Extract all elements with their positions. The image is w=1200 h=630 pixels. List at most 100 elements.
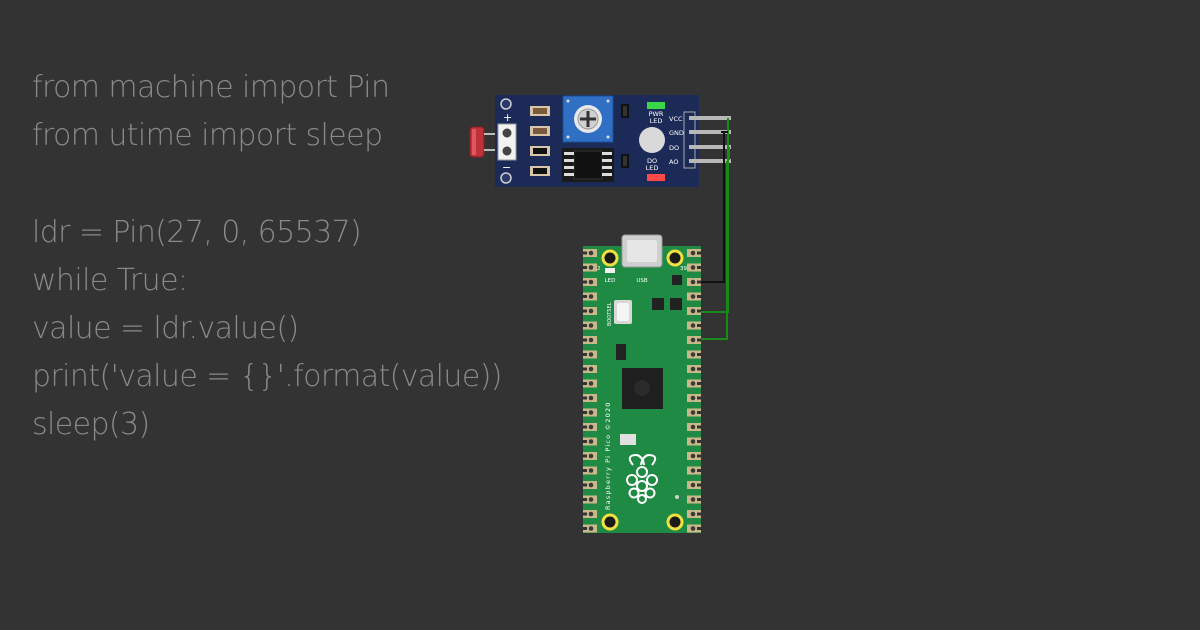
pico-pin-hole [690,395,696,401]
pico-pin-hole [690,424,696,430]
pico-pin-notch [697,251,701,255]
wire-gnd[interactable] [691,132,725,283]
pico-pin-hole [690,482,696,488]
pico-pin-notch [583,251,587,255]
pico-pin-notch [583,440,587,443]
pico-pin-notch [583,512,587,516]
pico-pin-hole [588,410,594,415]
wire-ao[interactable] [691,161,728,340]
pwr-led-label: PWR [649,110,664,118]
pico-pin-notch [697,469,701,472]
pico-pin-hole [588,497,594,502]
plus-label: + [503,111,512,124]
pico-pin-hole [690,294,696,299]
code-line: from utime import sleep [32,118,383,154]
pin-label-gnd: GND [669,129,684,137]
pin-number-39: 39 [680,266,687,272]
pin-label-do: DO [669,144,679,152]
pico-pin-notch [697,324,701,327]
pico-pin-hole [588,250,594,256]
pico-pin-notch [583,483,587,487]
pico-pin-notch [583,498,587,501]
pico-pin-notch [697,338,701,342]
pico-pin-notch [697,309,701,313]
pico-pin-notch [697,353,701,356]
pico-pin-notch [697,512,701,516]
usb-connector [621,234,663,268]
resistors [530,106,550,176]
pico-pin-notch [697,483,701,487]
pico-pin-notch [583,309,587,313]
pico-pin-hole [690,511,696,517]
pico-pin-hole [690,468,696,473]
pico-pin-notch [583,454,587,458]
pico-pin-notch [583,338,587,342]
pico-pin-notch [697,367,701,371]
pico-pin-hole [690,323,696,328]
pwr-led [647,102,665,109]
pico-pin-notch [697,295,701,298]
module-header-pins[interactable] [689,116,731,163]
pico-pin-hole [690,352,696,357]
comparator-chip [562,148,614,182]
pico-pin-hole [588,511,594,517]
pico-pin-notch [583,425,587,429]
pico-pin-notch [697,266,701,269]
usb-label: USB [636,278,648,284]
pin-label-vcc: VCC [669,115,683,123]
code-line: sleep(3) [32,407,150,443]
pico-right-pins[interactable] [687,249,701,533]
pico-pin-hole [690,497,696,502]
pico-pin-hole [588,352,594,357]
pico-pin-hole [588,366,594,372]
potentiometer[interactable] [562,95,614,143]
pico-pin-hole [588,453,594,459]
pico-pin-notch [583,411,587,414]
pico-pin-hole [588,294,594,299]
code-line: print('value = {}'.format(value)) [32,359,503,395]
pwr-led-label: LED [650,117,663,125]
do-led-label: DO [647,157,657,165]
pico-pin-hole [690,381,696,386]
pico-pin-hole [588,279,594,285]
pico-pin-notch [583,280,587,284]
raspberry-logo-icon [626,453,658,504]
pico-pin-hole [588,439,594,444]
ldr-sensor-module[interactable]: + − [469,95,731,187]
pico-pin-hole [588,424,594,430]
pico-pin-notch [697,498,701,501]
pin-number-2: 2 [597,266,601,272]
pico-pin-hole [588,308,594,314]
pico-pin-notch [583,527,587,530]
pin-label-ao: AO [669,158,678,166]
pico-pin-notch [583,469,587,472]
pico-pin-hole [690,308,696,314]
pico-pin-hole [588,395,594,401]
pico-pin-hole [690,453,696,459]
board-label: Raspberry Pi Pico ©2020 [604,401,612,510]
raspberry-pi-pico[interactable]: 2 39 LED USB BOOTSEL Raspberry Pi Pico ©… [583,234,701,533]
do-led-label: LED [646,164,659,172]
pico-pin-hole [690,410,696,415]
pico-pin-hole [690,250,696,256]
pico-pin-notch [697,396,701,400]
pico-pin-notch [583,295,587,298]
pico-pin-notch [697,527,701,530]
code-listing: from machine import Pin from utime impor… [32,64,503,450]
code-line: ldr = Pin(27, 0, 65537) [32,214,362,250]
pico-pin-hole [690,366,696,372]
pico-pin-notch [583,324,587,327]
pico-pin-notch [697,440,701,443]
pico-pin-hole [588,526,594,531]
onboard-led [605,268,615,273]
pico-left-pins[interactable] [583,249,597,533]
minus-label: − [502,161,511,174]
code-line: while True: [32,262,188,298]
pico-pin-hole [690,337,696,343]
light-sensor-dome [639,127,665,153]
pico-pin-hole [690,526,696,531]
pico-pin-notch [583,382,587,385]
led-label: LED [605,278,616,284]
wires[interactable] [691,118,730,340]
